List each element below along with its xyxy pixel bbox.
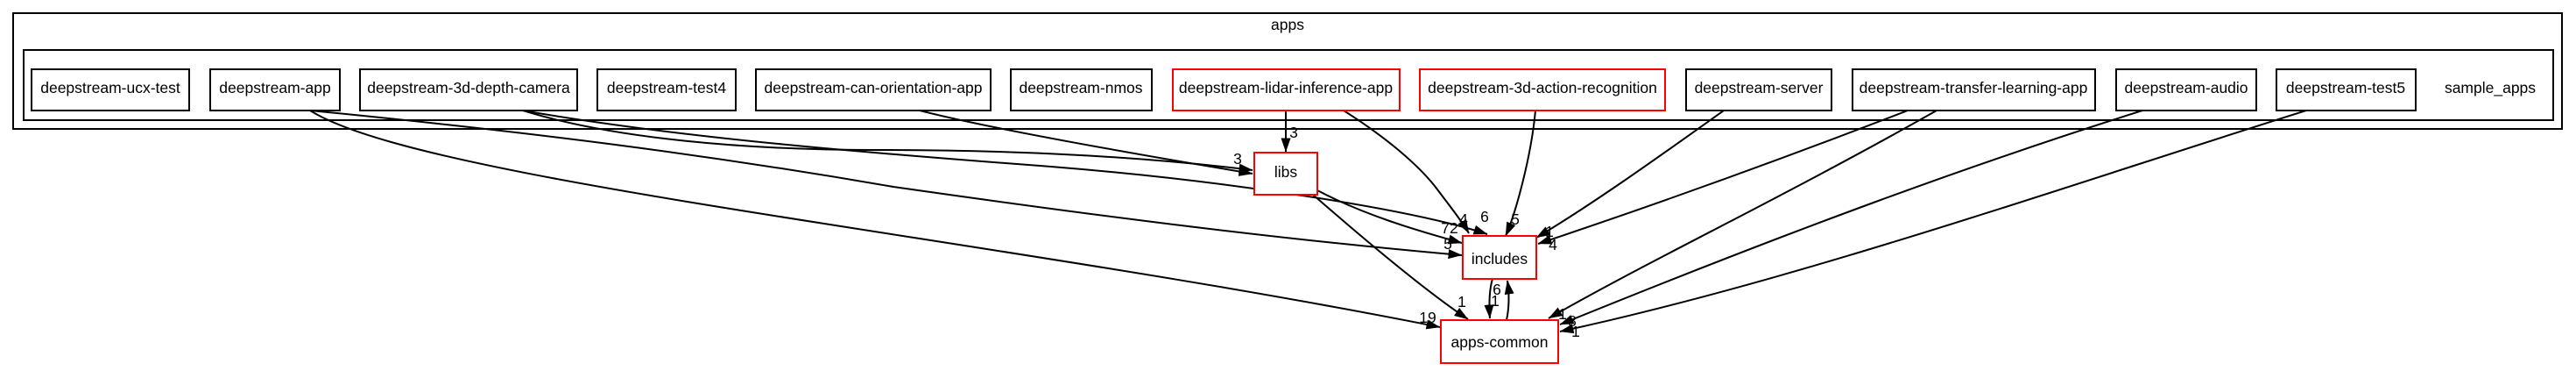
svg-text:deepstream-3d-action-recogniti: deepstream-3d-action-recognition bbox=[1428, 79, 1657, 96]
svg-text:deepstream-lidar-inference-app: deepstream-lidar-inference-app bbox=[1179, 79, 1393, 96]
svg-text:libs: libs bbox=[1274, 163, 1298, 181]
svg-text:deepstream-audio: deepstream-audio bbox=[2124, 79, 2248, 96]
svg-text:5: 5 bbox=[1443, 235, 1452, 253]
svg-text:deepstream-test4: deepstream-test4 bbox=[607, 79, 726, 96]
svg-text:3: 3 bbox=[1233, 150, 1242, 168]
svg-text:19: 19 bbox=[1419, 309, 1436, 326]
svg-text:5: 5 bbox=[1511, 210, 1520, 228]
svg-text:deepstream-app: deepstream-app bbox=[219, 79, 330, 96]
svg-text:apps-common: apps-common bbox=[1451, 333, 1549, 351]
svg-text:1: 1 bbox=[1545, 223, 1554, 240]
svg-text:4: 4 bbox=[1459, 210, 1468, 228]
svg-text:1: 1 bbox=[1571, 323, 1580, 340]
svg-text:4: 4 bbox=[1549, 236, 1557, 253]
svg-text:deepstream-ucx-test: deepstream-ucx-test bbox=[40, 79, 180, 96]
svg-text:deepstream-nmos: deepstream-nmos bbox=[1019, 79, 1142, 96]
svg-text:1: 1 bbox=[1457, 293, 1466, 310]
svg-text:1: 1 bbox=[1558, 305, 1567, 323]
svg-text:apps: apps bbox=[1271, 16, 1304, 33]
svg-text:1: 1 bbox=[1491, 292, 1500, 310]
svg-text:deepstream-transfer-learning-a: deepstream-transfer-learning-app bbox=[1860, 79, 2088, 96]
svg-text:includes: includes bbox=[1471, 250, 1528, 267]
svg-text:72: 72 bbox=[1441, 219, 1457, 237]
svg-text:8: 8 bbox=[1568, 312, 1577, 330]
svg-text:deepstream-test5: deepstream-test5 bbox=[2286, 79, 2405, 96]
svg-text:6: 6 bbox=[1493, 281, 1501, 298]
svg-text:deepstream-can-orientation-app: deepstream-can-orientation-app bbox=[764, 79, 982, 96]
svg-text:6: 6 bbox=[1480, 208, 1489, 225]
svg-text:3: 3 bbox=[1289, 124, 1298, 141]
svg-text:deepstream-server: deepstream-server bbox=[1695, 79, 1824, 96]
svg-text:sample_apps: sample_apps bbox=[2445, 79, 2536, 97]
svg-text:deepstream-3d-depth-camera: deepstream-3d-depth-camera bbox=[367, 79, 570, 96]
